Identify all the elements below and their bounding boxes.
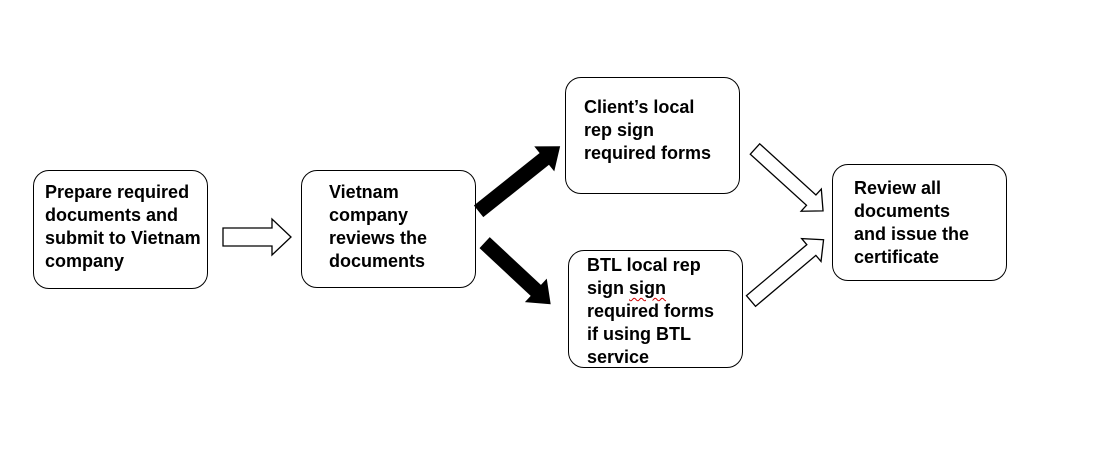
btl-line-2-flagged-word: sign (629, 278, 667, 298)
step-box-issue-certificate (832, 164, 1007, 281)
btl-line-2: sign sign (587, 277, 714, 300)
step-box-vietnam-review (301, 170, 476, 288)
step-vietnam-review-text: Vietnam company reviews the documents (329, 182, 428, 271)
arrow-client-rep-to-certificate (749, 142, 824, 212)
step-prepare-text: Prepare required documents and submit to… (45, 182, 201, 271)
btl-line-5: service (587, 347, 650, 367)
step-box-prepare (33, 170, 208, 289)
btl-line-4: if using BTL (587, 324, 691, 344)
step-box-btl-rep (568, 250, 743, 368)
arrow-review-to-client-rep (473, 146, 561, 218)
arrow-prepare-to-review (222, 217, 292, 257)
btl-line-2-start: sign (587, 278, 630, 298)
arrow-review-to-btl-rep (479, 237, 551, 305)
step-btl-rep-text: BTL local rep sign sign required forms i… (587, 254, 714, 369)
step-issue-certificate-text: Review all documents and issue the certi… (854, 178, 970, 267)
btl-line-3: required forms (587, 301, 715, 321)
step-box-client-rep (565, 77, 740, 194)
arrow-btl-rep-to-certificate (745, 237, 825, 308)
step-client-rep-text: Client’s local rep sign required forms (584, 97, 712, 163)
btl-line-1: BTL local rep (587, 255, 701, 275)
